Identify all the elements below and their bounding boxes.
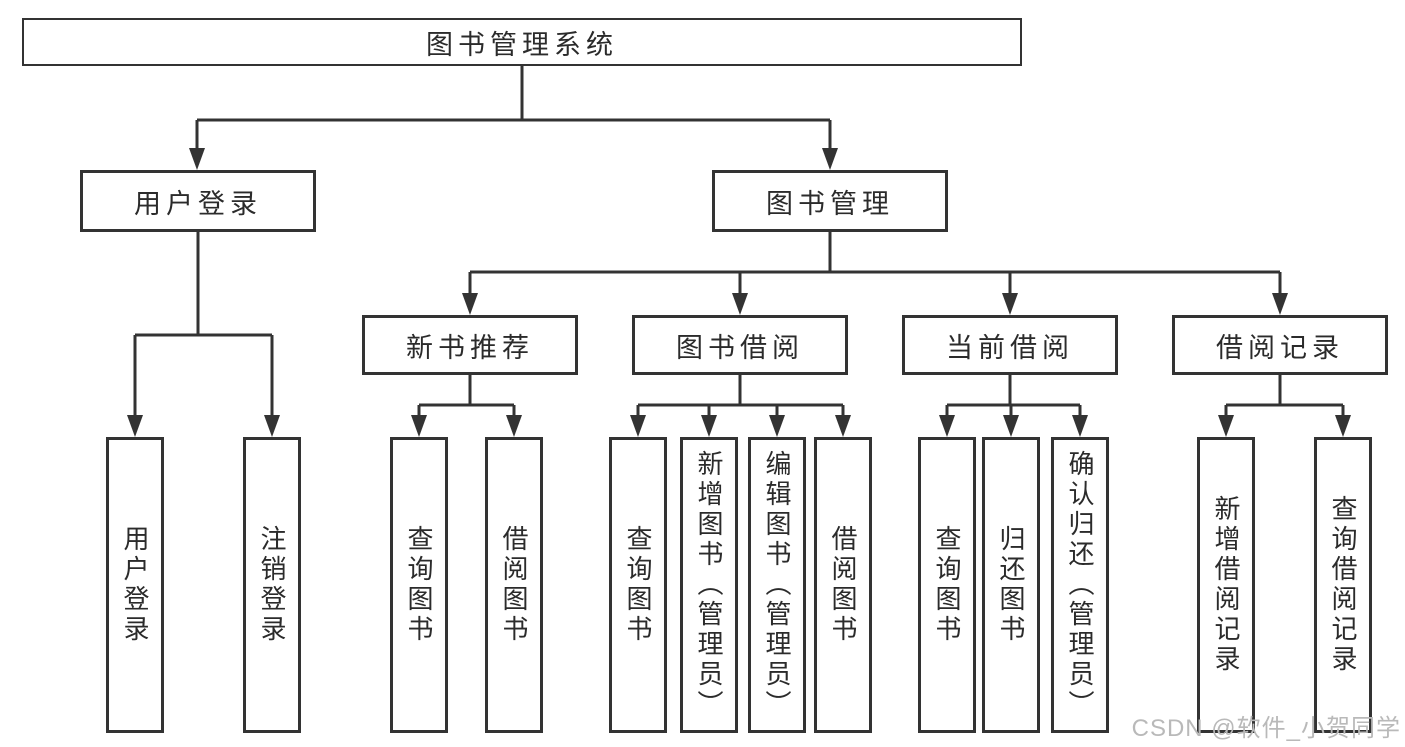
leaf-edit-book-admin: 编辑图书（管理员） xyxy=(748,437,806,733)
leaf-add-borrow-record: 新增借阅记录 xyxy=(1197,437,1255,733)
node-current-borrow: 当前借阅 xyxy=(902,315,1118,375)
leaf-add-book-admin: 新增图书（管理员） xyxy=(680,437,738,733)
node-borrow-records-label: 借阅记录 xyxy=(1216,332,1344,363)
node-library-system: 图书管理系统 xyxy=(22,18,1022,66)
node-library-system-label: 图书管理系统 xyxy=(426,29,618,60)
leaf-user-login-label: 用户登录 xyxy=(120,525,150,645)
leaf-borrow-books-2-label: 借阅图书 xyxy=(828,525,858,645)
leaf-return-book: 归还图书 xyxy=(982,437,1040,733)
node-user-login: 用户登录 xyxy=(80,170,316,232)
leaf-edit-book-admin-label: 编辑图书（管理员） xyxy=(762,450,792,720)
leaf-query-books-recommend-label: 查询图书 xyxy=(404,525,434,645)
leaf-query-books-borrow-label: 查询图书 xyxy=(623,525,653,645)
node-new-book-recommend: 新书推荐 xyxy=(362,315,578,375)
leaf-logout: 注销登录 xyxy=(243,437,301,733)
leaf-query-books-current: 查询图书 xyxy=(918,437,976,733)
arrowheads xyxy=(127,148,1351,437)
leaf-borrow-books-recommend-label: 借阅图书 xyxy=(499,525,529,645)
csdn-watermark: CSDN @软件_小贺同学 xyxy=(1131,715,1401,742)
leaf-borrow-books-2: 借阅图书 xyxy=(814,437,872,733)
leaf-confirm-return-admin: 确认归还（管理员） xyxy=(1051,437,1109,733)
node-book-management-label: 图书管理 xyxy=(766,188,894,219)
leaf-query-books-current-label: 查询图书 xyxy=(932,525,962,645)
leaf-return-book-label: 归还图书 xyxy=(996,525,1026,645)
leaf-query-books-borrow: 查询图书 xyxy=(609,437,667,733)
leaf-user-login: 用户登录 xyxy=(106,437,164,733)
leaf-borrow-books-recommend: 借阅图书 xyxy=(485,437,543,733)
node-user-login-label: 用户登录 xyxy=(134,188,262,219)
leaf-logout-label: 注销登录 xyxy=(257,525,287,645)
leaf-add-book-admin-label: 新增图书（管理员） xyxy=(694,450,724,720)
node-borrow-records: 借阅记录 xyxy=(1172,315,1388,375)
node-book-borrow-label: 图书借阅 xyxy=(676,332,804,363)
node-book-management: 图书管理 xyxy=(712,170,948,232)
node-new-book-recommend-label: 新书推荐 xyxy=(406,332,534,363)
leaf-query-books-recommend: 查询图书 xyxy=(390,437,448,733)
node-book-borrow: 图书借阅 xyxy=(632,315,848,375)
leaf-query-borrow-record-label: 查询借阅记录 xyxy=(1328,495,1358,675)
leaf-add-borrow-record-label: 新增借阅记录 xyxy=(1211,495,1241,675)
leaf-confirm-return-admin-label: 确认归还（管理员） xyxy=(1065,450,1095,720)
node-current-borrow-label: 当前借阅 xyxy=(946,332,1074,363)
leaf-query-borrow-record: 查询借阅记录 xyxy=(1314,437,1372,733)
